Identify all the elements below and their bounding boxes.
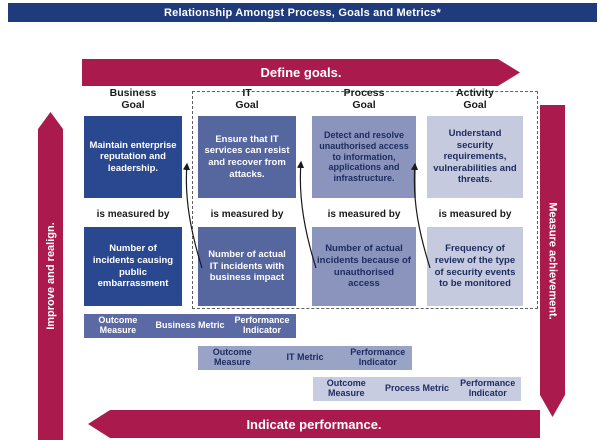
performance-indicator-label: Performance Indicator bbox=[350, 347, 406, 367]
performance-indicator-label: Performance Indicator bbox=[234, 315, 290, 335]
process-measure-box: Number of actual incidents because of un… bbox=[312, 227, 416, 306]
business-measure-box: Number of incidents causing public embar… bbox=[84, 227, 182, 306]
it-goal-box: Ensure that IT services can resist and r… bbox=[198, 116, 296, 198]
process-metric-bar: Outcome Measure Process Metric Performan… bbox=[313, 377, 521, 401]
activity-measure-text: Frequency of review of the type of secur… bbox=[434, 243, 516, 290]
it-measure-text: Number of actual IT incidents with busin… bbox=[208, 249, 286, 284]
it-metric-label: IT Metric bbox=[286, 352, 324, 363]
it-measured-by-label: is measured by bbox=[210, 209, 284, 220]
indicate-performance-label: Indicate performance. bbox=[246, 416, 382, 432]
business-metric-bar: Outcome Measure Business Metric Performa… bbox=[84, 314, 296, 338]
improve-realign-arrow: Improve and realign. bbox=[38, 112, 63, 440]
title-bar: Relationship Amongst Process, Goals and … bbox=[8, 3, 597, 22]
outcome-measure-label: Outcome Measure bbox=[212, 347, 252, 367]
header-line: Process bbox=[343, 87, 385, 99]
it-measure-box: Number of actual IT incidents with busin… bbox=[198, 227, 296, 306]
measure-achievement-arrow: Measure achievement. bbox=[540, 105, 565, 417]
header-line: IT bbox=[242, 87, 252, 99]
process-measure-text: Number of actual incidents because of un… bbox=[317, 243, 411, 290]
business-measured-by-label: is measured by bbox=[96, 209, 170, 220]
header-line: Business bbox=[109, 87, 157, 99]
activity-measure-box: Frequency of review of the type of secur… bbox=[427, 227, 523, 306]
column-header-it: IT Goal bbox=[198, 87, 296, 111]
process-measured-by-label: is measured by bbox=[327, 209, 401, 220]
header-line: Goal bbox=[121, 99, 145, 112]
activity-measured-by-label: is measured by bbox=[438, 209, 512, 220]
header-line: Goal bbox=[352, 99, 376, 112]
outcome-measure-label: Outcome Measure bbox=[326, 378, 366, 398]
business-goal-text: Maintain enterprise reputation and leade… bbox=[89, 139, 177, 174]
business-goal-box: Maintain enterprise reputation and leade… bbox=[84, 116, 182, 198]
it-metric-bar: Outcome Measure IT Metric Performance In… bbox=[198, 346, 412, 370]
business-measure-text: Number of incidents causing public embar… bbox=[92, 243, 174, 290]
activity-goal-box: Understand security requirements, vulner… bbox=[427, 116, 523, 198]
process-metric-label: Process Metric bbox=[384, 383, 449, 394]
measure-achievement-label: Measure achievement. bbox=[546, 202, 559, 320]
header-line: Activity bbox=[456, 87, 494, 99]
header-line: Goal bbox=[463, 99, 487, 112]
column-header-process: Process Goal bbox=[312, 87, 416, 111]
activity-goal-text: Understand security requirements, vulner… bbox=[433, 128, 517, 186]
header-line: Goal bbox=[235, 99, 259, 112]
performance-indicator-label: Performance Indicator bbox=[460, 378, 516, 398]
it-goal-text: Ensure that IT services can resist and r… bbox=[204, 133, 290, 180]
indicate-performance-arrow: Indicate performance. bbox=[88, 410, 540, 438]
process-goal-box: Detect and resolve unauthorised access t… bbox=[312, 116, 416, 198]
define-goals-arrow: Define goals. bbox=[82, 59, 520, 86]
process-goal-text: Detect and resolve unauthorised access t… bbox=[319, 129, 409, 184]
column-header-business: Business Goal bbox=[84, 87, 182, 111]
improve-realign-label: Improve and realign. bbox=[44, 222, 57, 330]
diagram-title: Relationship Amongst Process, Goals and … bbox=[164, 6, 441, 19]
business-metric-label: Business Metric bbox=[155, 320, 225, 331]
define-goals-label: Define goals. bbox=[260, 65, 342, 80]
outcome-measure-label: Outcome Measure bbox=[98, 315, 138, 335]
column-header-activity: Activity Goal bbox=[427, 87, 523, 111]
